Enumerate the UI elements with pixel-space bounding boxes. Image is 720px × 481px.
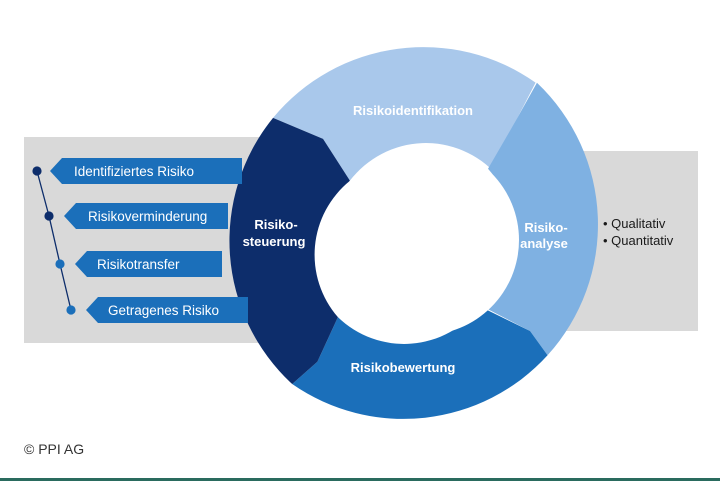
label-risikoidentifikation: Risikoidentifikation bbox=[353, 103, 473, 118]
copyright-notice: © PPI AG bbox=[24, 441, 85, 457]
label-risikosteuerung-line1: Risiko- bbox=[254, 217, 297, 232]
cycle-center bbox=[329, 145, 519, 335]
bottom-rule bbox=[0, 478, 720, 481]
segment-risikoidentifikation bbox=[273, 47, 536, 181]
analysis-option-quantitativ: • Quantitativ bbox=[603, 233, 674, 248]
tag-identifiziertes-risiko-label: Identifiziertes Risiko bbox=[74, 164, 194, 179]
tag-getragenes-risiko bbox=[86, 297, 248, 323]
analysis-option-qualitativ: • Qualitativ bbox=[603, 216, 666, 231]
tag-risikoverminderung-label: Risikoverminderung bbox=[88, 209, 207, 224]
connector-dot-4 bbox=[66, 305, 76, 315]
options-connector-line bbox=[36, 170, 72, 311]
tag-risikotransfer-label: Risikotransfer bbox=[97, 257, 180, 272]
connector-dot-3 bbox=[55, 259, 65, 269]
label-risikosteuerung-line2: steuerung bbox=[243, 234, 306, 249]
connector-dot-1 bbox=[32, 166, 42, 176]
label-risikoanalyse-line1: Risiko- bbox=[524, 220, 567, 235]
segment-risikobewertung bbox=[292, 306, 548, 419]
tag-identifiziertes-risiko bbox=[50, 158, 242, 184]
segment-risikoanalyse bbox=[478, 82, 598, 356]
label-risikobewertung: Risikobewertung bbox=[351, 360, 456, 375]
segment-risikosteuerung bbox=[229, 117, 350, 385]
tag-getragenes-risiko-label: Getragenes Risiko bbox=[108, 303, 219, 318]
connector-dot-2 bbox=[44, 211, 54, 221]
tag-risikotransfer bbox=[75, 251, 222, 277]
label-risikoanalyse-line2: analyse bbox=[520, 236, 568, 251]
tag-risikoverminderung bbox=[64, 203, 228, 229]
